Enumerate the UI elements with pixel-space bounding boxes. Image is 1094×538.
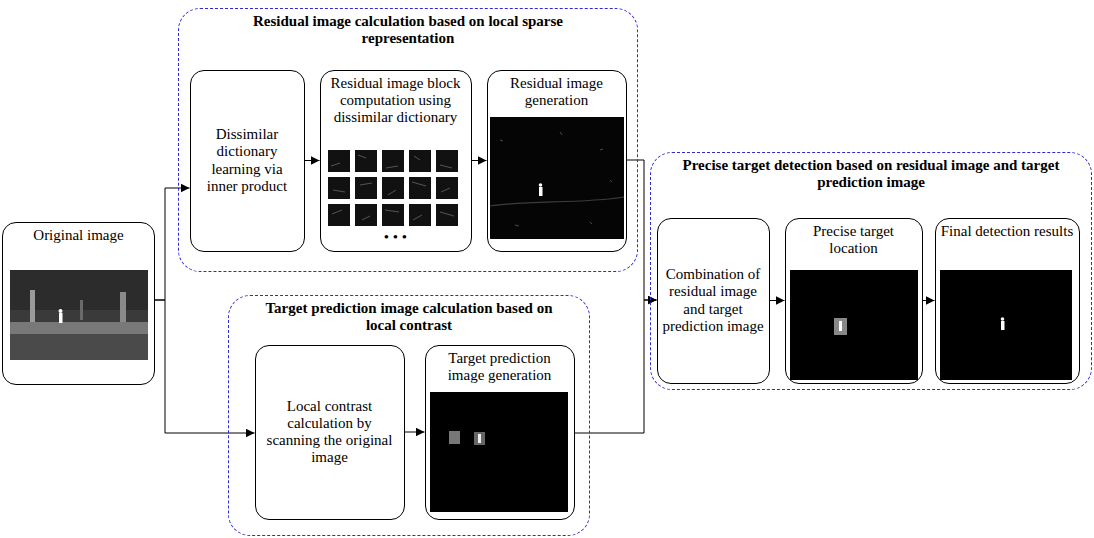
image-block <box>382 177 404 199</box>
flow-arrow <box>627 160 657 300</box>
box-text: Precise target location <box>790 223 918 258</box>
image-block <box>382 204 404 226</box>
flow-arrow <box>305 160 320 161</box>
image-block <box>328 177 350 199</box>
target-body <box>539 187 543 196</box>
image-block <box>382 150 404 172</box>
photo-ground <box>10 270 148 360</box>
image-block <box>328 150 350 172</box>
speck <box>500 132 612 226</box>
process-box: Final detection results <box>935 218 1080 384</box>
target-patch <box>834 318 847 335</box>
flow-arrow <box>155 300 255 433</box>
process-box: Target prediction image generation <box>425 345 575 520</box>
group-title: Precise target detection based on residu… <box>661 157 1081 192</box>
flow-arrow <box>155 188 190 300</box>
connector-layer <box>155 160 935 433</box>
group-panel: Dissimilar dictionary learning via inner… <box>178 8 638 272</box>
speck <box>331 155 452 168</box>
residual-image <box>490 117 624 239</box>
box-text: Combination of residual image and target… <box>662 266 765 335</box>
image-block <box>436 177 458 199</box>
target-body <box>1001 321 1005 330</box>
tree-trunk <box>80 300 83 320</box>
flow-arrow <box>405 432 425 433</box>
image-block <box>355 177 377 199</box>
process-box: Dissimilar dictionary learning via inner… <box>190 70 305 252</box>
target-head <box>1001 317 1005 321</box>
image-ground <box>940 270 1072 380</box>
process-box: Combination of residual image and target… <box>657 218 770 384</box>
photo-foreground <box>10 334 148 360</box>
box-text: Residual image block computation using d… <box>325 75 467 127</box>
photo-path <box>10 322 148 334</box>
box-text: Residual image generation <box>492 75 622 110</box>
box-text: Local contrast calculation by scanning t… <box>260 398 400 467</box>
image-block <box>355 204 377 226</box>
residual-blocks <box>328 150 458 226</box>
group-title: Target prediction image calculation base… <box>259 300 559 335</box>
process-box: Residual image generation <box>487 70 627 252</box>
image-block <box>436 204 458 226</box>
result-image <box>940 270 1072 380</box>
speck <box>333 182 450 195</box>
flow-arrow <box>770 300 785 301</box>
flow-arrow <box>575 300 657 433</box>
box-text: Target prediction image generation <box>430 350 570 385</box>
person-head <box>59 309 63 313</box>
target-body <box>478 434 481 443</box>
tree-trunk <box>120 292 126 323</box>
speck <box>332 210 454 220</box>
image-block <box>409 150 431 172</box>
flow-arrow <box>472 160 487 161</box>
flow-arrow <box>923 300 935 301</box>
image-block <box>328 204 350 226</box>
image-block <box>409 177 431 199</box>
image-block <box>355 150 377 172</box>
candidate-patch <box>449 431 460 444</box>
target-head <box>539 183 543 187</box>
box-text: Final detection results <box>941 223 1073 240</box>
group-panel: Combination of residual image and target… <box>650 152 1092 390</box>
process-box: Original image <box>2 222 155 385</box>
location-image <box>790 270 918 380</box>
group-panel: Local contrast calculation by scanning t… <box>228 295 590 536</box>
thermal-photo <box>10 270 148 360</box>
group-title: Residual image calculation based on loca… <box>208 13 608 48</box>
image-ground <box>430 392 568 512</box>
ellipsis-mark: • • • <box>384 229 407 246</box>
image-ground <box>490 117 624 239</box>
candidate-patch <box>474 432 485 445</box>
prediction-image <box>430 392 568 512</box>
process-box: Local contrast calculation by scanning t… <box>255 345 405 520</box>
target-body <box>839 321 842 331</box>
image-ground <box>790 270 918 380</box>
process-box: Precise target location <box>785 218 923 384</box>
box-text: Dissimilar dictionary learning via inner… <box>195 126 300 195</box>
image-block <box>436 150 458 172</box>
person-body <box>59 313 63 323</box>
image-block <box>409 204 431 226</box>
tree-trunk <box>30 290 35 323</box>
residual-streak <box>490 197 624 206</box>
box-text: Original image <box>33 227 123 244</box>
block-specks <box>331 155 454 220</box>
process-box: Residual image block computation using d… <box>320 70 472 252</box>
